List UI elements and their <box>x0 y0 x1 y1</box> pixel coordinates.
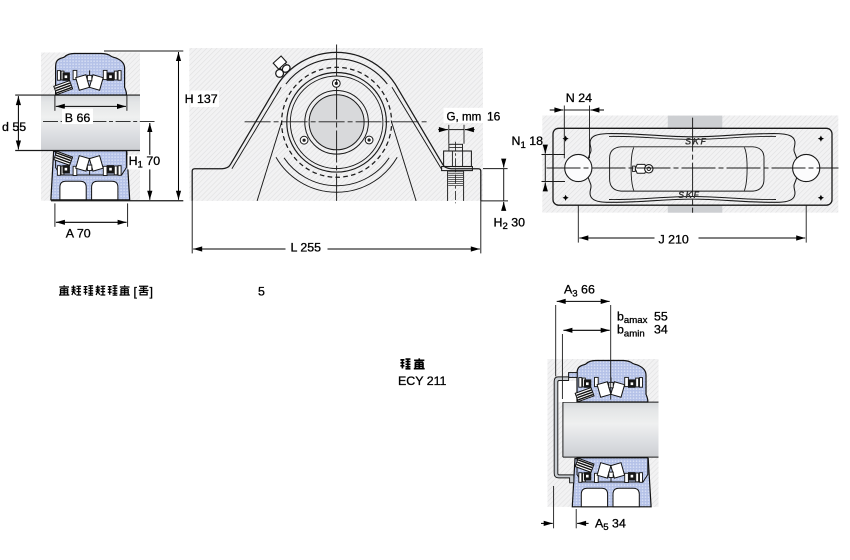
svg-text:ECY 211: ECY 211 <box>398 374 447 388</box>
svg-text:N1 18: N1 18 <box>512 134 544 151</box>
svg-text:]: ] <box>150 285 153 299</box>
svg-text:A5 34: A5 34 <box>595 516 626 533</box>
svg-text:5: 5 <box>258 285 265 299</box>
svg-text:H2 30: H2 30 <box>494 215 526 232</box>
svg-text:55: 55 <box>654 309 668 323</box>
svg-text:N 24: N 24 <box>566 91 592 105</box>
svg-text:A 70: A 70 <box>66 227 91 241</box>
svg-text:H1 70: H1 70 <box>129 154 161 171</box>
svg-text:A3 66: A3 66 <box>564 283 595 300</box>
svg-text:d 55: d 55 <box>2 120 26 134</box>
svg-text:J 210: J 210 <box>659 233 689 247</box>
svg-text:L 255: L 255 <box>291 241 322 255</box>
svg-text:[: [ <box>134 285 138 299</box>
svg-text:H 137: H 137 <box>185 92 218 106</box>
svg-text:34: 34 <box>654 323 668 337</box>
svg-text:SKF: SKF <box>685 136 707 147</box>
svg-text:16: 16 <box>487 110 501 124</box>
svg-text:G, mm: G, mm <box>447 111 482 124</box>
svg-text:SKF: SKF <box>678 189 700 200</box>
svg-text:B 66: B 66 <box>65 111 91 125</box>
